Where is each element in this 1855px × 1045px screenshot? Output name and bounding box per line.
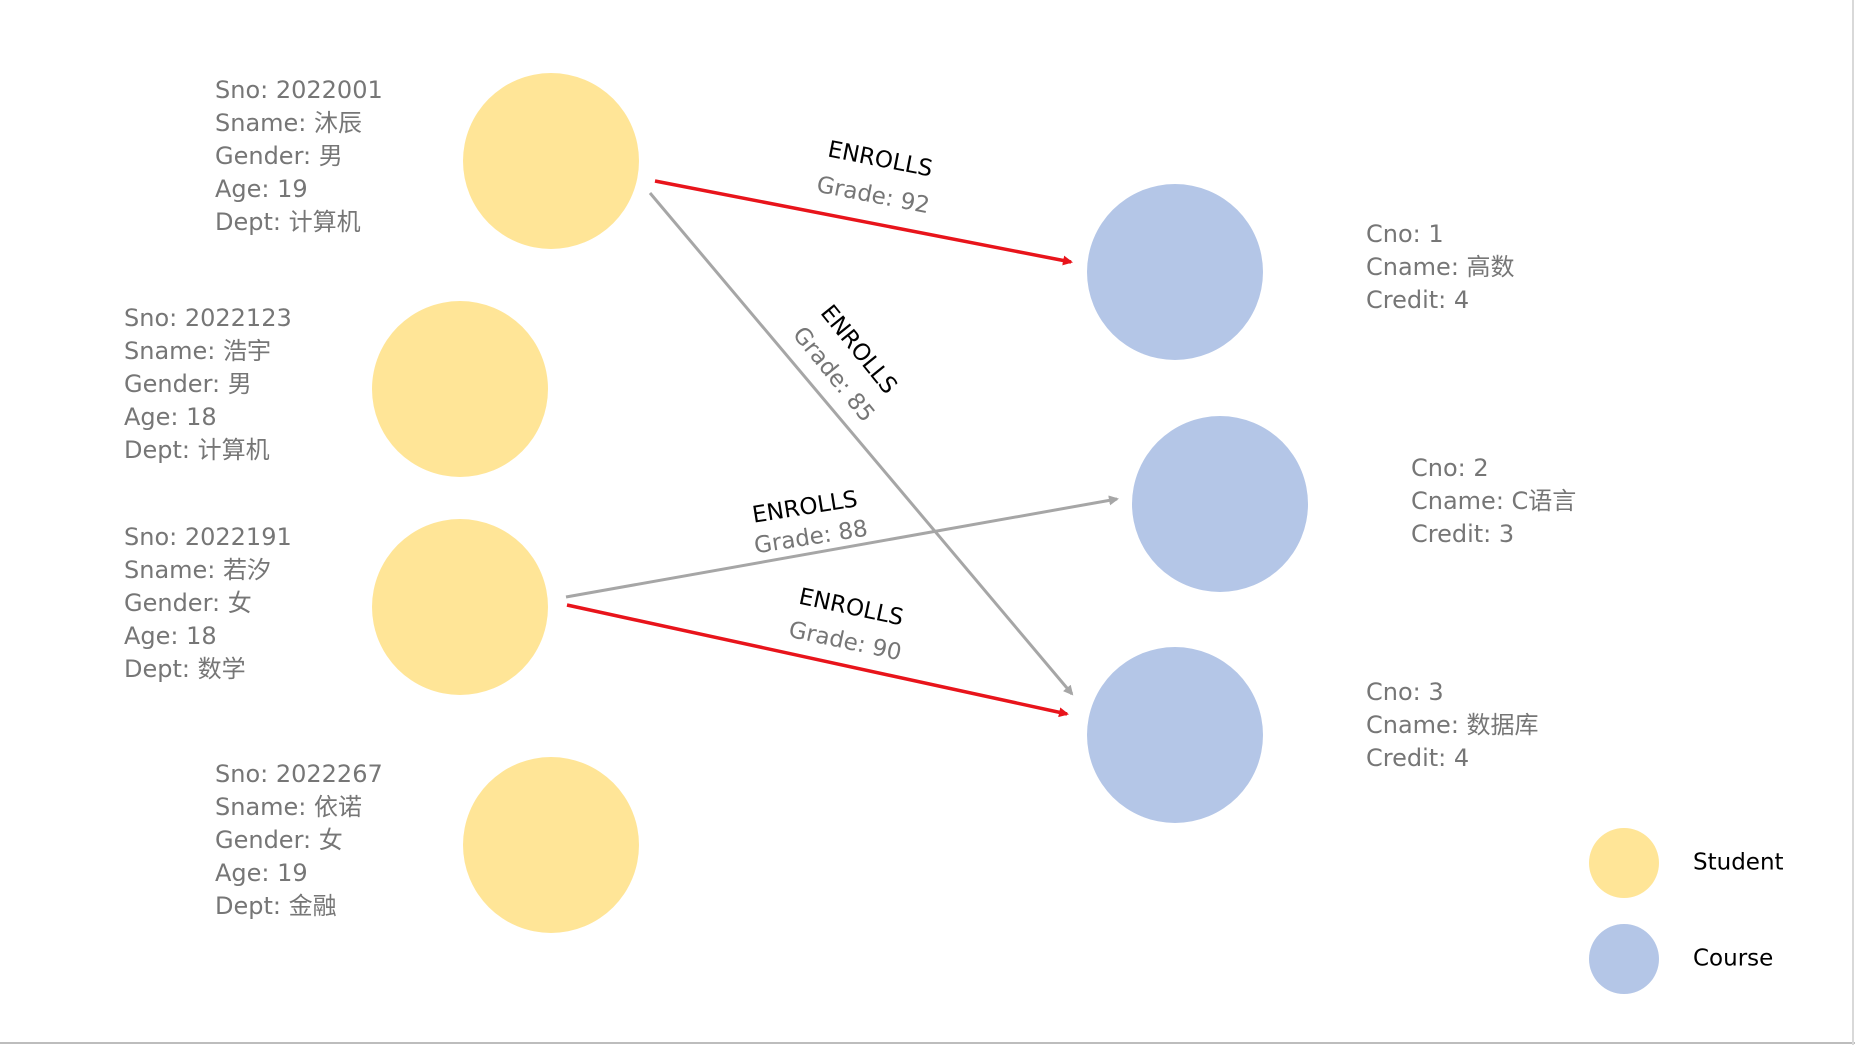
edge-line bbox=[566, 603, 1069, 718]
property-line: Sname: 浩宇 bbox=[124, 337, 271, 365]
course-node-c2[interactable] bbox=[1132, 416, 1308, 592]
property-line: Sno: 2022267 bbox=[215, 760, 383, 788]
property-line: Gender: 男 bbox=[215, 142, 343, 170]
property-line: Sname: 若汐 bbox=[124, 556, 271, 584]
property-line: Age: 19 bbox=[215, 175, 308, 203]
property-line: Cno: 2 bbox=[1411, 454, 1489, 482]
edge-line bbox=[648, 192, 1074, 696]
legend-course-label: Course bbox=[1693, 946, 1773, 972]
legend-student-label: Student bbox=[1693, 850, 1784, 876]
bottom-border bbox=[0, 1042, 1855, 1044]
property-line: Gender: 男 bbox=[124, 370, 252, 398]
property-line: Cname: C语言 bbox=[1411, 487, 1576, 515]
property-line: Cno: 1 bbox=[1366, 220, 1444, 248]
property-line: Sno: 2022123 bbox=[124, 304, 292, 332]
property-line: Dept: 数学 bbox=[124, 655, 246, 683]
property-line: Sname: 依诺 bbox=[215, 793, 362, 821]
student-node-s2[interactable] bbox=[372, 301, 548, 477]
student-node-s4[interactable] bbox=[463, 757, 639, 933]
property-line: Sno: 2022191 bbox=[124, 523, 292, 551]
property-line: Sname: 沐辰 bbox=[215, 109, 362, 137]
property-line: Cname: 数据库 bbox=[1366, 711, 1539, 739]
student-node-s3[interactable] bbox=[372, 519, 548, 695]
student-node-s1[interactable] bbox=[463, 73, 639, 249]
property-line: Cname: 高数 bbox=[1366, 253, 1515, 281]
course-properties-c2: Cno: 2 Cname: C语言 Credit: 3 bbox=[1411, 454, 1576, 548]
property-line: Dept: 计算机 bbox=[215, 208, 361, 236]
property-line: Cno: 3 bbox=[1366, 678, 1444, 706]
course-node-c3[interactable] bbox=[1087, 647, 1263, 823]
property-line: Gender: 女 bbox=[215, 826, 343, 854]
edge-line bbox=[654, 179, 1073, 266]
property-line: Age: 19 bbox=[215, 859, 308, 887]
legend-student-swatch bbox=[1589, 828, 1659, 898]
course-properties-c3: Cno: 3 Cname: 数据库 Credit: 4 bbox=[1366, 678, 1539, 772]
legend-student: Student bbox=[1589, 828, 1784, 898]
property-line: Dept: 计算机 bbox=[124, 436, 270, 464]
property-line: Sno: 2022001 bbox=[215, 76, 383, 104]
property-line: Credit: 4 bbox=[1366, 744, 1469, 772]
property-line: Gender: 女 bbox=[124, 589, 252, 617]
course-properties-c1: Cno: 1 Cname: 高数 Credit: 4 bbox=[1366, 220, 1515, 314]
property-line: Age: 18 bbox=[124, 403, 217, 431]
right-border bbox=[1852, 0, 1854, 1045]
edge-line bbox=[565, 495, 1119, 599]
property-line: Dept: 金融 bbox=[215, 892, 337, 920]
property-line: Credit: 4 bbox=[1366, 286, 1469, 314]
course-node-c1[interactable] bbox=[1087, 184, 1263, 360]
legend-course: Course bbox=[1589, 924, 1773, 994]
property-line: Credit: 3 bbox=[1411, 520, 1514, 548]
nodes-layer bbox=[372, 73, 1308, 933]
property-line: Age: 18 bbox=[124, 622, 217, 650]
legend-course-swatch bbox=[1589, 924, 1659, 994]
